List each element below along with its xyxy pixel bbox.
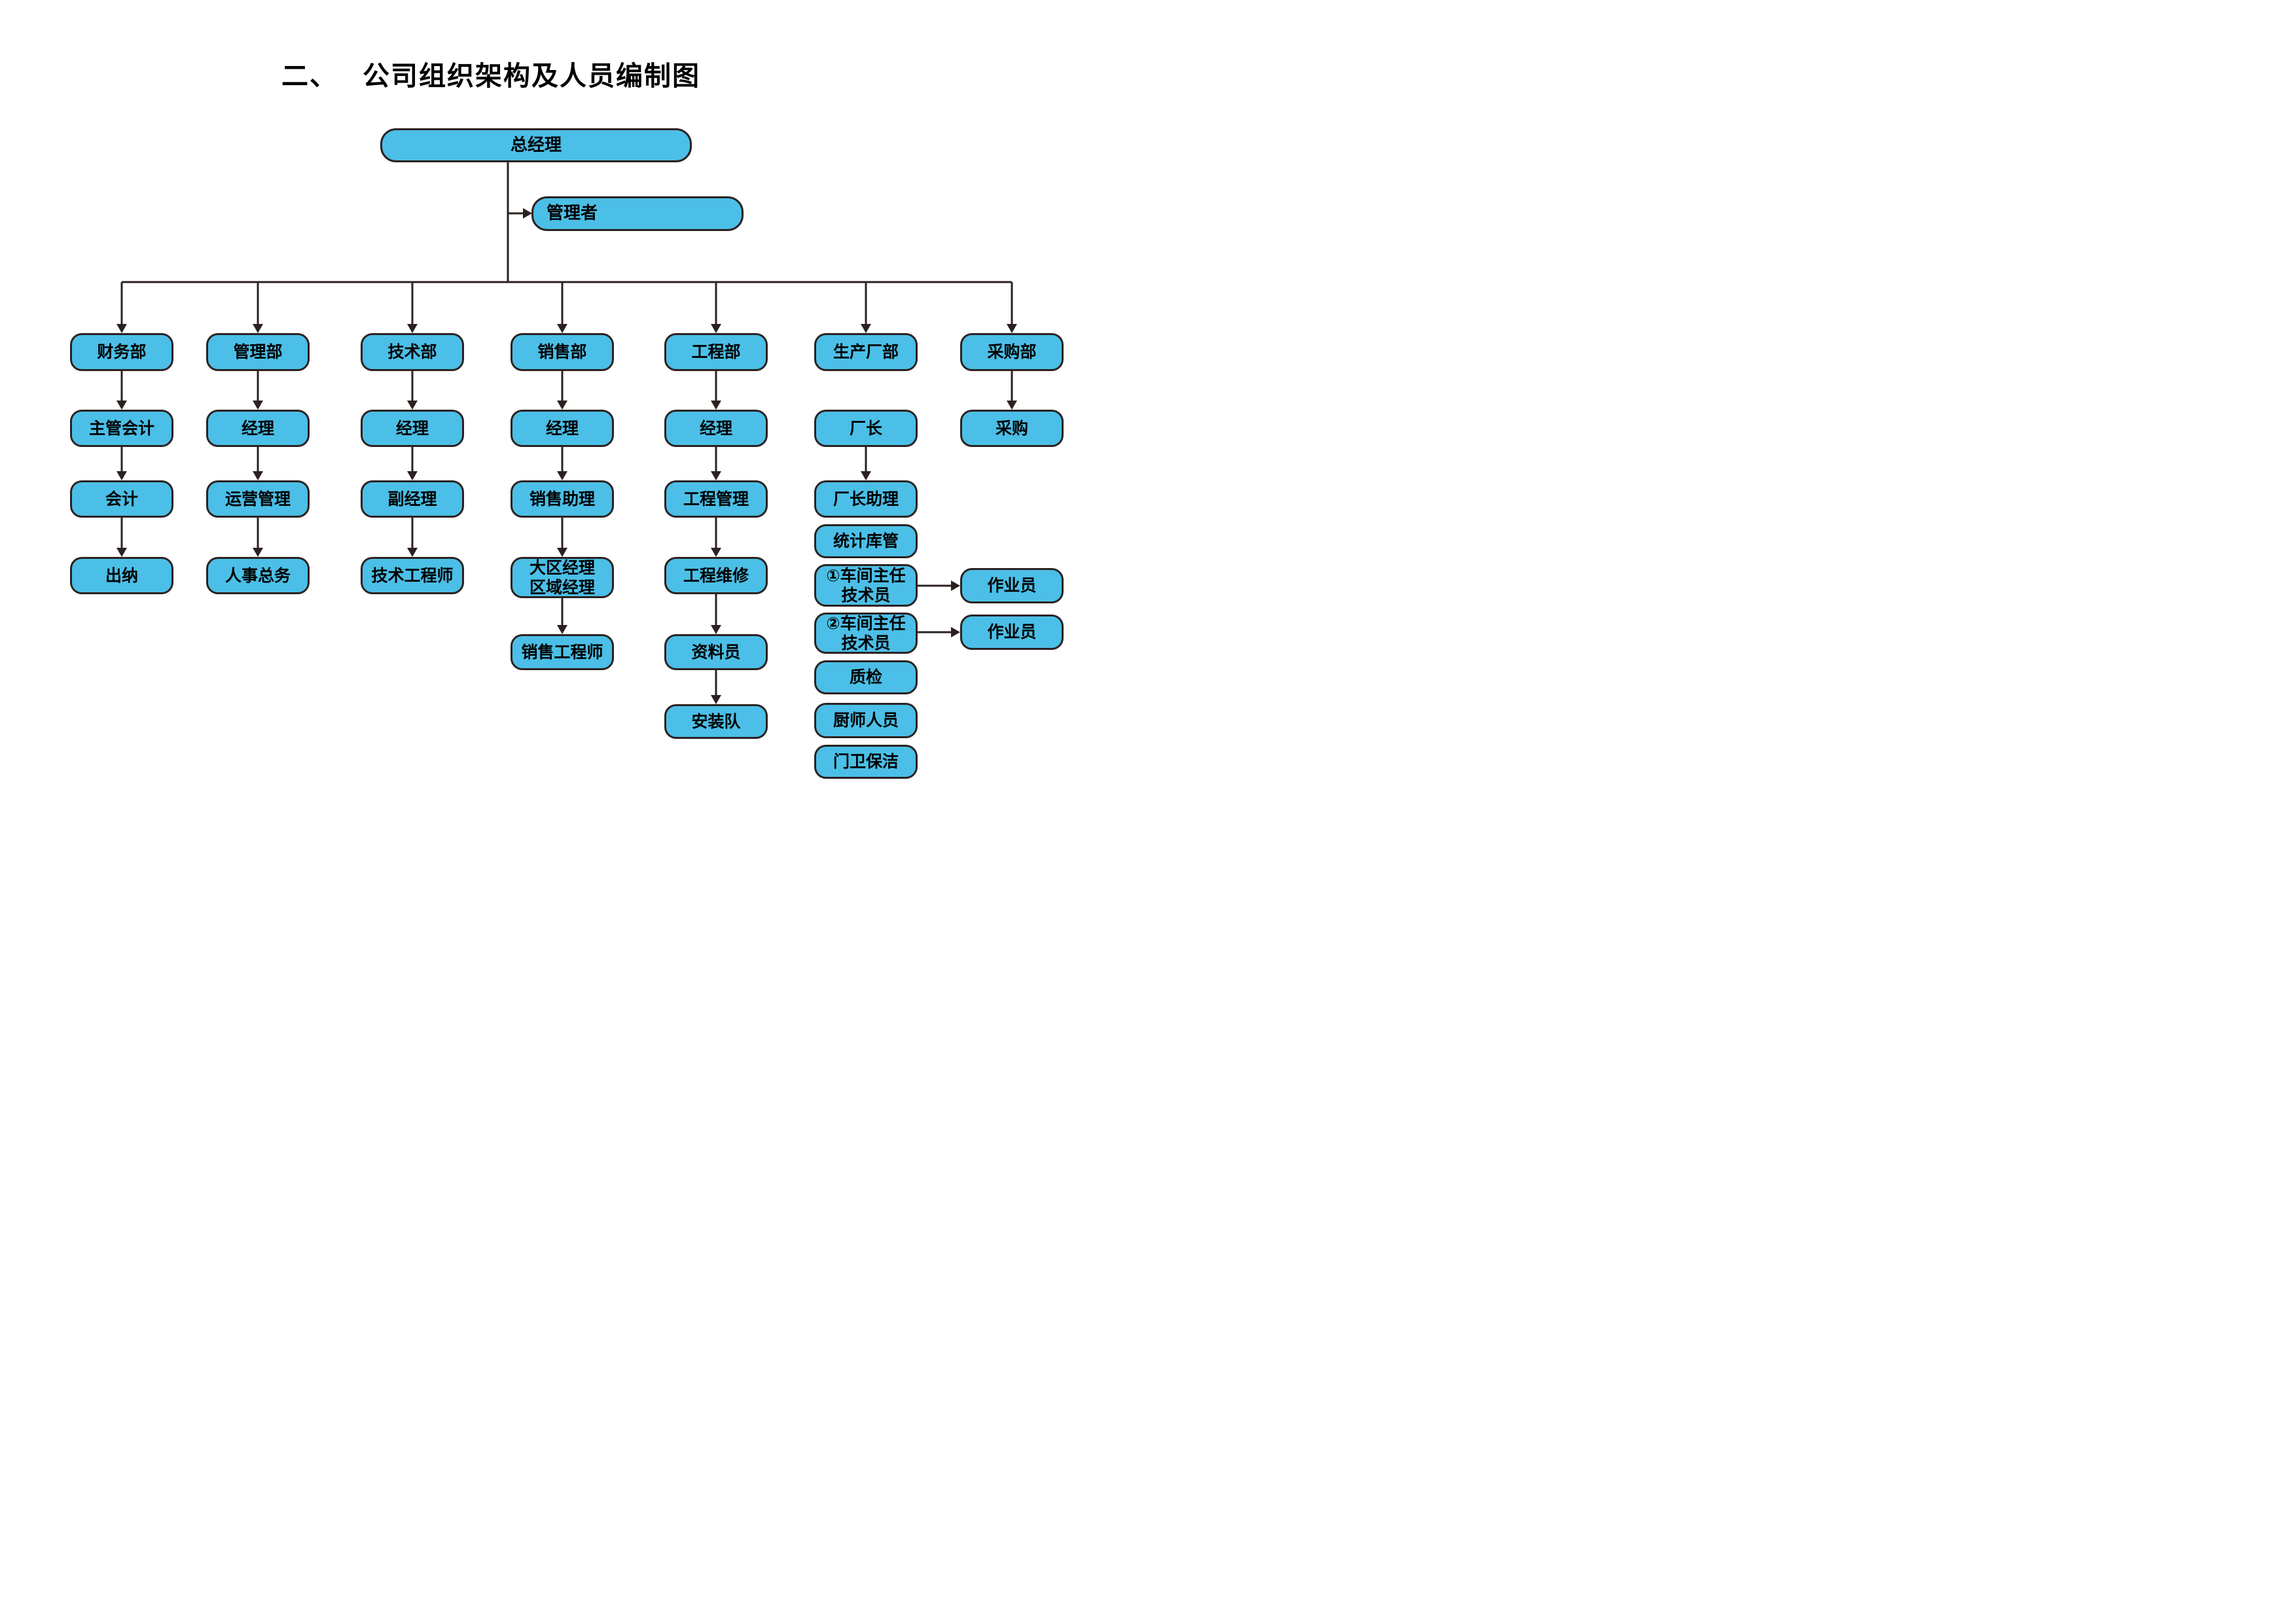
node-production-dept: 生产厂部 — [814, 333, 918, 371]
node-cashier: 出纳 — [70, 557, 173, 594]
node-workshop-director-1: ①车间主任 技术员 — [814, 564, 918, 607]
node-document-clerk: 资料员 — [664, 634, 768, 670]
node-engineering-management: 工程管理 — [664, 480, 768, 518]
node-finance-dept: 财务部 — [70, 333, 173, 371]
node-factory-director: 厂长 — [814, 410, 918, 447]
node-purchasing-dept: 采购部 — [960, 333, 1064, 371]
node-operator-2: 作业员 — [960, 615, 1064, 650]
node-tech-dept: 技术部 — [361, 333, 464, 371]
org-chart: 二、公司组织架构及人员编制图 — [0, 0, 1148, 812]
node-regional-manager: 大区经理 区域经理 — [511, 557, 614, 598]
node-deputy-manager: 副经理 — [361, 480, 464, 518]
node-sales-assistant: 销售助理 — [511, 480, 614, 518]
node-kitchen-staff: 厨师人员 — [814, 703, 918, 738]
title-text: 公司组织架构及人员编制图 — [363, 60, 700, 92]
node-sales-engineer: 销售工程师 — [511, 634, 614, 670]
node-workshop-director-2: ②车间主任 技术员 — [814, 613, 918, 654]
node-security-cleaning: 门卫保洁 — [814, 745, 918, 779]
node-quality-inspection: 质检 — [814, 660, 918, 694]
node-engineering-dept: 工程部 — [664, 333, 768, 371]
node-engineering-manager: 经理 — [664, 410, 768, 447]
node-admin-manager: 经理 — [206, 410, 310, 447]
node-installation-team: 安装队 — [664, 704, 768, 739]
page-title: 二、公司组织架构及人员编制图 — [281, 54, 700, 93]
node-manager: 管理者 — [531, 196, 744, 231]
node-admin-dept: 管理部 — [206, 333, 310, 371]
node-director-assistant: 厂长助理 — [814, 480, 918, 518]
node-operations-management: 运营管理 — [206, 480, 310, 518]
connector-lines — [117, 162, 1017, 704]
node-chief-accountant: 主管会计 — [70, 410, 173, 447]
node-hr-general-affairs: 人事总务 — [206, 557, 310, 594]
node-sales-dept: 销售部 — [511, 333, 614, 371]
node-operator-1: 作业员 — [960, 568, 1064, 603]
node-engineering-maintenance: 工程维修 — [664, 557, 768, 594]
node-technical-engineer: 技术工程师 — [361, 557, 464, 594]
node-tech-manager: 经理 — [361, 410, 464, 447]
node-purchasing: 采购 — [960, 410, 1064, 447]
node-general-manager: 总经理 — [380, 128, 692, 162]
title-number: 二、 — [281, 60, 338, 92]
node-statistics-warehouse: 统计库管 — [814, 524, 918, 558]
node-sales-manager: 经理 — [511, 410, 614, 447]
node-accountant: 会计 — [70, 480, 173, 518]
